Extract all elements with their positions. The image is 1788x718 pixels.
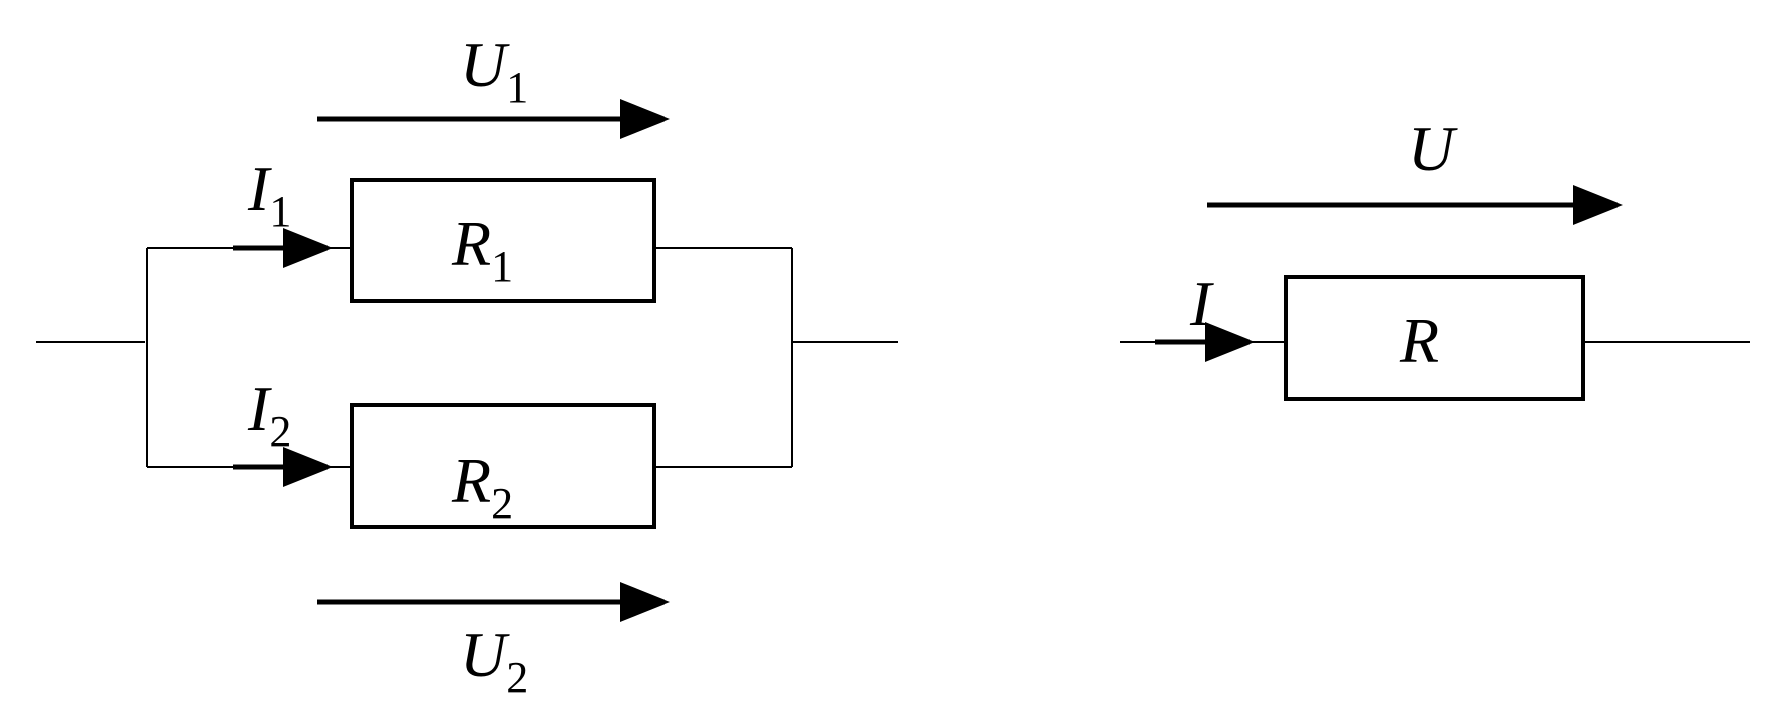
current-i1-label: I1 bbox=[247, 153, 291, 236]
equivalent-circuit: R I U bbox=[1120, 113, 1750, 401]
voltage-u1-label: U1 bbox=[460, 29, 528, 112]
resistor-r bbox=[1284, 275, 1585, 401]
resistor-r2 bbox=[350, 403, 656, 529]
resistor-r1 bbox=[350, 178, 656, 303]
voltage-u-label: U bbox=[1408, 113, 1458, 184]
current-i2-label: I2 bbox=[247, 373, 291, 456]
resistor-r2-label: R2 bbox=[451, 445, 513, 528]
parallel-circuit: R1 R2 I1 I2 U1 U2 bbox=[36, 29, 898, 702]
voltage-u2-label: U2 bbox=[460, 619, 528, 702]
resistor-r1-label: R1 bbox=[451, 208, 513, 291]
resistor-r-label: R bbox=[1399, 305, 1439, 376]
current-i-label: I bbox=[1189, 268, 1214, 339]
